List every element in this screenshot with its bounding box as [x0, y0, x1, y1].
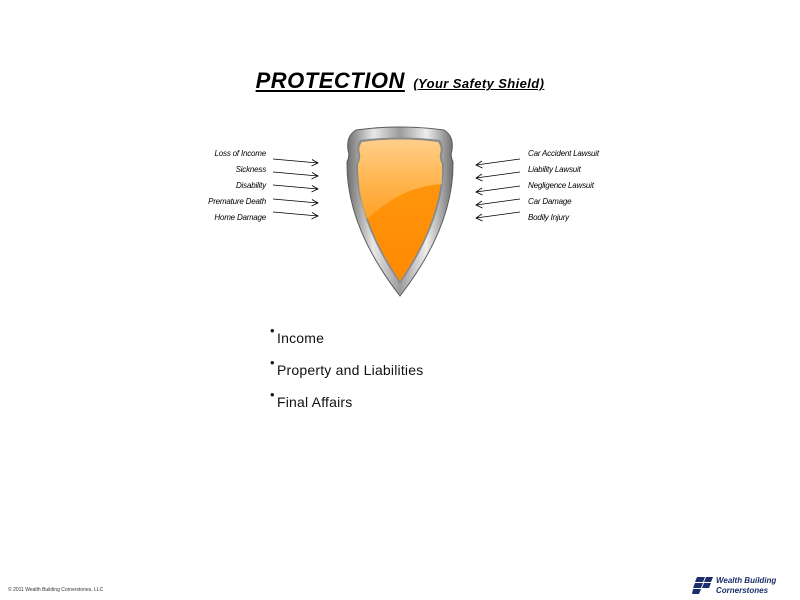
title-subtitle: (Your Safety Shield)	[413, 76, 545, 91]
bullet-icon: •	[270, 355, 275, 370]
list-item: •Income	[270, 323, 423, 358]
risk-label-right: Bodily Injury	[528, 213, 569, 222]
bullet-text: Final Affairs	[277, 394, 353, 410]
list-item: •Property and Liabilities	[270, 355, 424, 390]
risk-label-right: Car Accident Lawsuit	[528, 149, 599, 158]
brand-name-line2: Cornerstones	[716, 586, 769, 595]
risk-label-right: Liability Lawsuit	[528, 165, 581, 174]
arrow-right-icon	[272, 198, 319, 207]
arrow-right-icon	[272, 184, 319, 193]
shield-icon	[346, 126, 454, 297]
arrow-left-icon	[475, 158, 521, 169]
arrow-left-icon	[475, 171, 521, 182]
risk-label-right: Car Damage	[528, 197, 572, 206]
risk-label-left: Disability	[235, 181, 266, 190]
bullet-text: Property and Liabilities	[277, 362, 424, 378]
title-main: PROTECTION	[255, 68, 405, 93]
footer-copyright: © 2011 Wealth Building Cornerstones, LLC	[8, 587, 104, 593]
risk-label-left: Premature Death	[208, 197, 266, 206]
arrow-left-icon	[475, 198, 521, 209]
bullet-icon: •	[270, 387, 275, 402]
list-item: •Final Affairs	[270, 387, 423, 422]
risk-label-left: Sickness	[235, 165, 267, 174]
brand-name-line1: Wealth Building	[716, 576, 777, 585]
risk-label-left: Loss of Income	[214, 149, 267, 158]
arrow-right-icon	[272, 171, 319, 180]
arrow-left-icon	[475, 211, 521, 222]
risk-label-left: Home Damage	[214, 213, 266, 222]
bullet-text: Income	[277, 330, 325, 346]
risk-label-right: Negligence Lawsuit	[528, 181, 594, 190]
wbc-logo-icon	[692, 577, 713, 594]
arrow-right-icon	[272, 211, 319, 220]
brand-logo: Wealth Building Cornerstones	[692, 576, 796, 596]
bullet-list: •Income •Property and Liabilities •Final…	[270, 323, 424, 422]
page-title: PROTECTION (Your Safety Shield)	[0, 68, 800, 94]
bullet-icon: •	[270, 323, 275, 338]
arrow-right-icon	[272, 158, 319, 167]
arrow-left-icon	[475, 185, 521, 196]
